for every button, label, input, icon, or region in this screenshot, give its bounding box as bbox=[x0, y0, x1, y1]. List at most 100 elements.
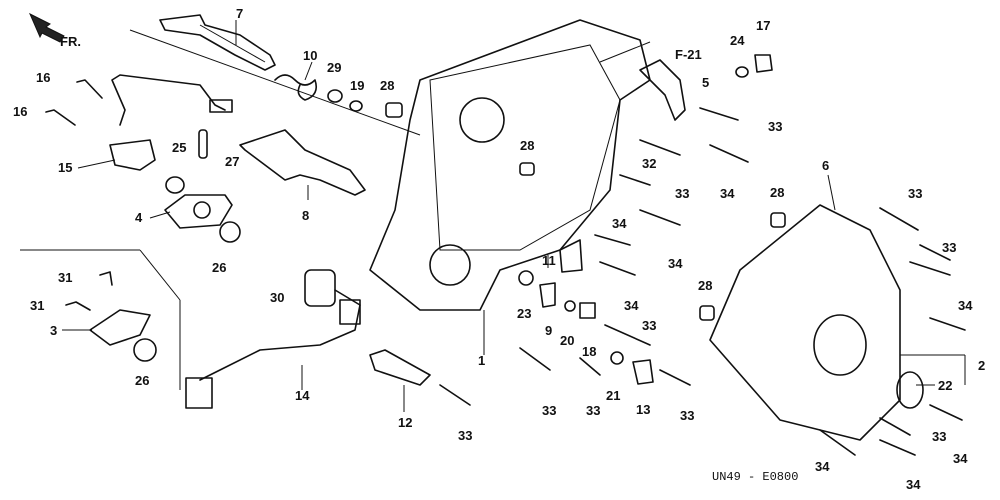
label-part-34d: 34 bbox=[720, 186, 735, 201]
label-part-33d: 33 bbox=[680, 408, 694, 423]
label-part-19: 19 bbox=[350, 78, 364, 93]
label-part-6: 6 bbox=[822, 158, 829, 173]
part-29-washer bbox=[327, 89, 343, 103]
part-20-washer bbox=[564, 300, 576, 312]
label-part-33a: 33 bbox=[458, 428, 472, 443]
part-15-sensor-with-cable bbox=[109, 74, 233, 171]
label-part-20: 20 bbox=[560, 333, 574, 348]
part-27-clip bbox=[198, 129, 208, 159]
part-25-o-ring bbox=[165, 176, 185, 194]
part-16-bolt bbox=[76, 79, 103, 99]
front-direction-arrow-icon bbox=[28, 12, 65, 43]
part-30-switch bbox=[304, 269, 336, 307]
label-part-28a: 28 bbox=[380, 78, 394, 93]
part-1-transmission-case bbox=[369, 19, 651, 311]
label-part-14: 14 bbox=[295, 388, 310, 403]
label-part-18: 18 bbox=[582, 344, 596, 359]
part-14-wire-harness bbox=[185, 289, 361, 409]
label-part-33c: 33 bbox=[586, 403, 600, 418]
label-part-28b: 28 bbox=[520, 138, 534, 153]
label-part-3: 3 bbox=[50, 323, 57, 338]
part-17-nut bbox=[754, 54, 773, 73]
part-19-washer bbox=[349, 100, 363, 112]
label-part-f21: F-21 bbox=[675, 47, 702, 62]
label-part-34-bottom: 34 bbox=[906, 477, 921, 492]
part-16-bolt bbox=[45, 109, 76, 126]
label-part-28d: 28 bbox=[698, 278, 712, 293]
label-part-33f: 33 bbox=[675, 186, 689, 201]
label-part-28c: 28 bbox=[770, 185, 784, 200]
label-part-33j: 33 bbox=[932, 429, 946, 444]
part-8-shift-arm bbox=[239, 129, 366, 196]
label-part-9: 9 bbox=[545, 323, 552, 338]
label-part-23: 23 bbox=[517, 306, 531, 321]
label-part-10: 10 bbox=[303, 48, 317, 63]
label-part-31a: 31 bbox=[58, 270, 72, 285]
label-part-15: 15 bbox=[58, 160, 72, 175]
part-11-clip bbox=[559, 239, 583, 273]
label-part-21: 21 bbox=[606, 388, 620, 403]
diagram-code: UN49 - E0800 bbox=[712, 470, 798, 484]
part-4-plate bbox=[164, 194, 233, 229]
part-3-cover bbox=[89, 309, 151, 346]
part-5-bracket bbox=[639, 59, 686, 121]
part-28-dowel-pin bbox=[519, 162, 535, 176]
label-part-25: 25 bbox=[172, 140, 186, 155]
label-part-34g: 34 bbox=[815, 459, 830, 474]
label-part-26a: 26 bbox=[212, 260, 226, 275]
label-part-24: 24 bbox=[730, 33, 745, 48]
label-part-34b: 34 bbox=[668, 256, 683, 271]
label-part-34a: 34 bbox=[624, 298, 639, 313]
part-31-bolt bbox=[65, 301, 91, 311]
part-23-collar bbox=[518, 270, 534, 286]
label-part-33i: 33 bbox=[942, 240, 956, 255]
label-part-11: 11 bbox=[542, 253, 556, 268]
label-part-13: 13 bbox=[636, 402, 650, 417]
leader-lines bbox=[62, 20, 966, 412]
label-part-5: 5 bbox=[702, 75, 709, 90]
part-13-sensor bbox=[632, 359, 654, 385]
label-part-30: 30 bbox=[270, 290, 284, 305]
part-6-cover bbox=[709, 204, 901, 441]
part-22-oil-seal bbox=[896, 371, 924, 409]
part-28-dowel-pin bbox=[699, 305, 715, 321]
label-part-16a: 16 bbox=[36, 70, 50, 85]
label-part-33g: 33 bbox=[768, 119, 782, 134]
label-part-33b: 33 bbox=[542, 403, 556, 418]
label-part-17: 17 bbox=[756, 18, 770, 33]
label-part-27: 27 bbox=[225, 154, 239, 169]
label-part-34f: 34 bbox=[953, 451, 968, 466]
label-part-22: 22 bbox=[938, 378, 952, 393]
part-10-spring bbox=[274, 74, 318, 101]
label-part-34e: 34 bbox=[958, 298, 973, 313]
part-24-washer bbox=[735, 66, 749, 78]
label-part-33e: 33 bbox=[642, 318, 656, 333]
label-part-32: 32 bbox=[642, 156, 656, 171]
part-7-shift-shaft bbox=[159, 14, 276, 71]
label-part-33h: 33 bbox=[908, 186, 922, 201]
label-part-29: 29 bbox=[327, 60, 341, 75]
bolt-group bbox=[439, 107, 966, 456]
part-28-dowel-pin bbox=[385, 102, 403, 118]
label-part-1: 1 bbox=[478, 353, 485, 368]
part-26-o-ring bbox=[219, 221, 241, 243]
part-31-bolt bbox=[99, 271, 113, 286]
section-divider-lines bbox=[20, 29, 651, 390]
label-part-8: 8 bbox=[302, 208, 309, 223]
label-part-7: 7 bbox=[236, 6, 243, 21]
label-part-2: 2 bbox=[978, 358, 985, 373]
label-part-4: 4 bbox=[135, 210, 143, 225]
label-part-16b: 16 bbox=[13, 104, 27, 119]
part-18-plug bbox=[579, 302, 596, 319]
part-28-dowel-pin bbox=[770, 212, 786, 228]
label-part-31b: 31 bbox=[30, 298, 44, 313]
part-9-stopper bbox=[539, 282, 556, 308]
label-part-34c: 34 bbox=[612, 216, 627, 231]
label-part-26b: 26 bbox=[135, 373, 149, 388]
part-12-pipe bbox=[369, 349, 431, 386]
part-26-o-ring bbox=[133, 338, 157, 362]
front-direction-label: FR. bbox=[60, 34, 81, 49]
label-part-12: 12 bbox=[398, 415, 412, 430]
part-21-washer bbox=[610, 351, 624, 365]
